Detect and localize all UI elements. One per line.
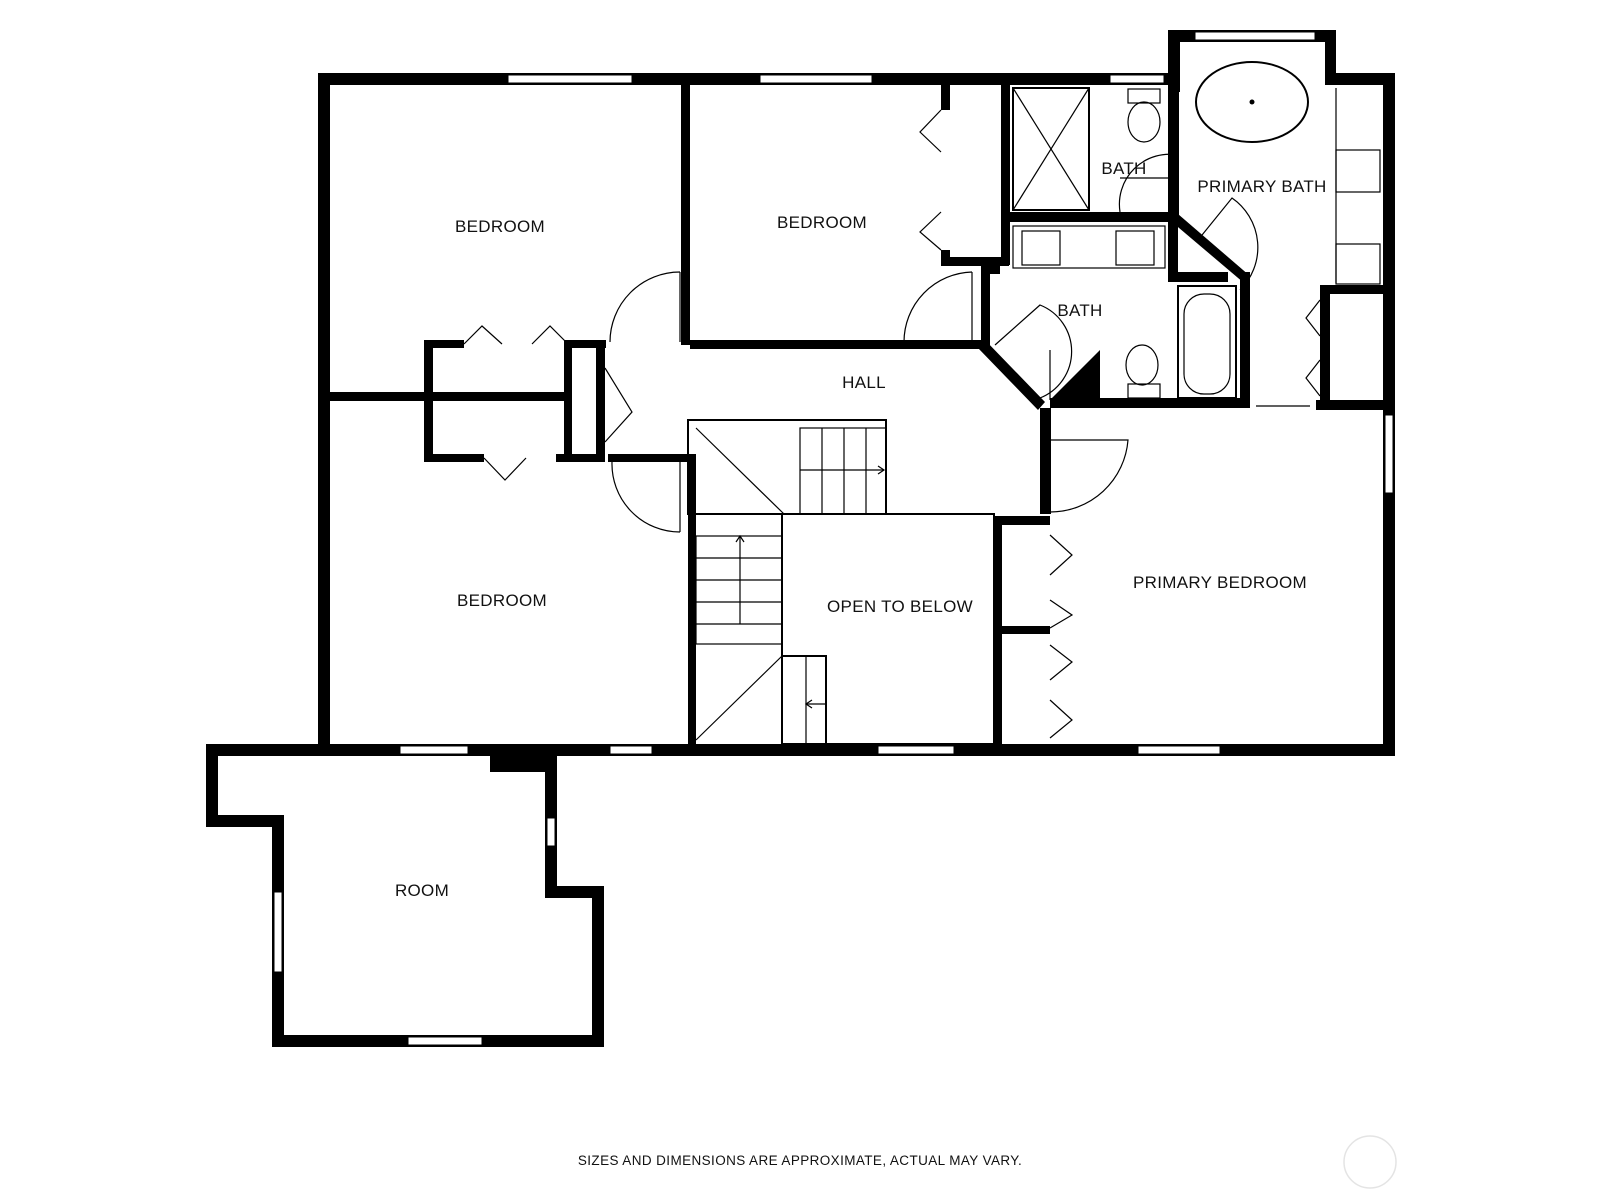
stairs — [687, 419, 995, 745]
watermark-icon — [1343, 1135, 1397, 1189]
room-label-bedroom-n: BEDROOM — [777, 213, 867, 232]
room-label-bedroom-nw: BEDROOM — [455, 217, 545, 236]
room-label-open-to-below: OPEN TO BELOW — [827, 597, 973, 616]
doors — [463, 109, 1321, 739]
room-label-hall: HALL — [842, 373, 886, 392]
room-label-bath-mid: BATH — [1057, 301, 1102, 320]
room-label-bath-upper: BATH — [1101, 159, 1146, 178]
diagonal-walls — [978, 214, 1250, 410]
room-label-primary-bedroom: PRIMARY BEDROOM — [1133, 573, 1307, 592]
disclaimer-text: SIZES AND DIMENSIONS ARE APPROXIMATE, AC… — [578, 1153, 1022, 1168]
room-labels: BEDROOM BEDROOM BATH PRIMARY BATH BATH H… — [395, 159, 1326, 900]
room-label-primary-bath: PRIMARY BATH — [1197, 177, 1326, 196]
room-label-bedroom-w: BEDROOM — [457, 591, 547, 610]
fixtures — [1012, 61, 1381, 399]
room-label-room: ROOM — [395, 881, 449, 900]
windows — [273, 31, 1394, 1046]
